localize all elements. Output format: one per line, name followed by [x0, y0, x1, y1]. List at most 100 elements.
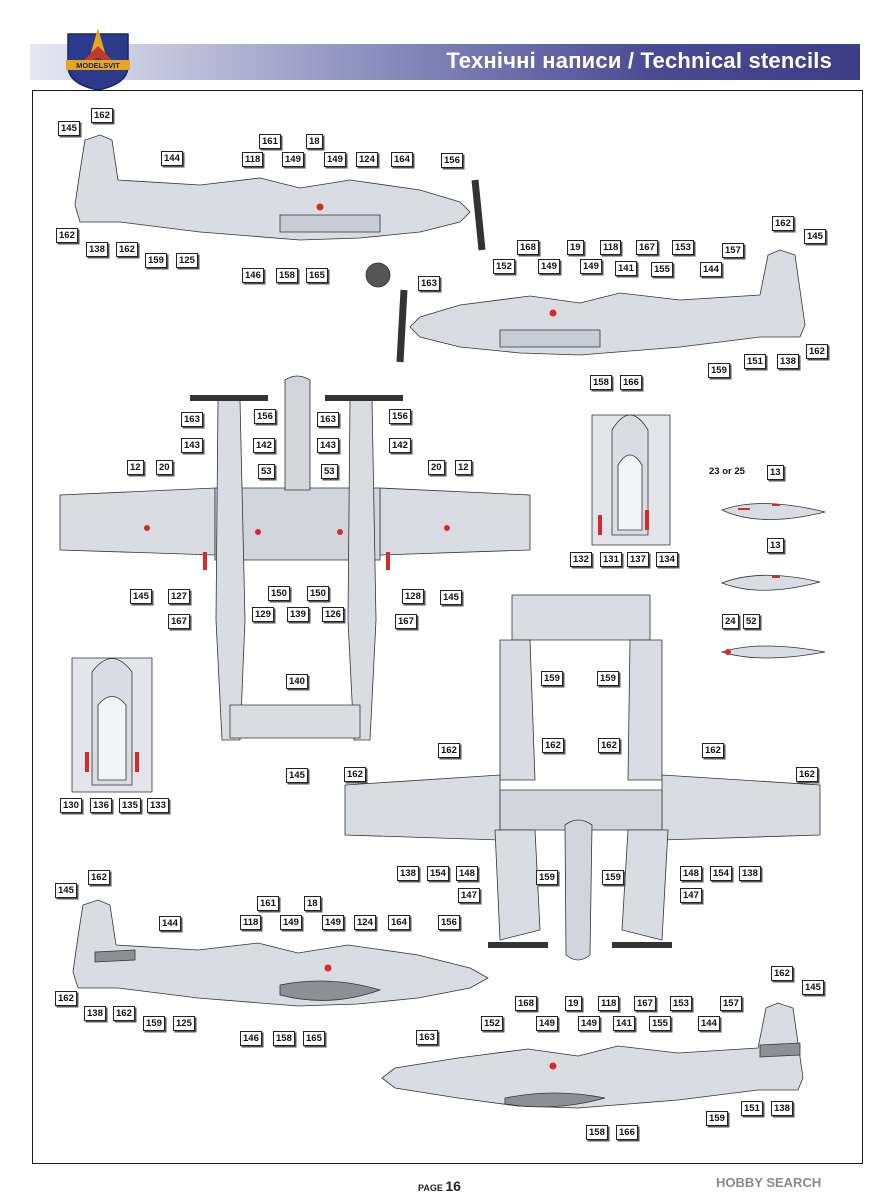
stencil-callout: 166 — [620, 375, 642, 390]
stencil-callout: 137 — [627, 552, 649, 567]
side-view-left-top — [74, 134, 486, 288]
stencil-callout: 138 — [771, 1101, 793, 1116]
stencil-callout: 145 — [286, 768, 308, 783]
stencil-callout: 130 — [60, 798, 82, 813]
stencil-callout: 150 — [307, 586, 329, 601]
stencil-callout: 13 — [767, 465, 784, 480]
stencil-callout: 52 — [743, 614, 760, 629]
top-view-upper — [59, 375, 531, 741]
stencil-callout: 145 — [440, 590, 462, 605]
stencil-callout: 144 — [161, 151, 183, 166]
stencil-callout: 118 — [240, 915, 262, 930]
header-banner: Технічні написи / Technical stencils — [30, 44, 860, 80]
stencil-callout: 168 — [515, 996, 537, 1011]
stencil-callout: 152 — [481, 1016, 503, 1031]
stencil-callout: 162 — [91, 108, 113, 123]
stencil-callout: 158 — [276, 268, 298, 283]
stencil-callout: 23 or 25 — [709, 466, 745, 477]
stencil-callout: 159 — [708, 363, 730, 378]
stencil-callout: 143 — [181, 438, 203, 453]
stencil-callout: 166 — [616, 1125, 638, 1140]
stencil-callout: 161 — [259, 134, 281, 149]
stencil-callout: 159 — [143, 1016, 165, 1031]
bottom-view — [344, 594, 821, 961]
stencil-callout: 135 — [119, 798, 141, 813]
stencil-callout: 159 — [541, 671, 563, 686]
stencil-callout: 162 — [88, 870, 110, 885]
stencil-callout: 163 — [418, 276, 440, 291]
stencil-callout: 155 — [649, 1016, 671, 1031]
stencil-callout: 159 — [602, 870, 624, 885]
stencil-callout: 128 — [402, 589, 424, 604]
stencil-callout: 167 — [395, 614, 417, 629]
hobby-search-watermark: HOBBY SEARCH — [716, 1175, 822, 1190]
page-title: Технічні написи / Technical stencils — [446, 48, 832, 73]
stencil-callout: 12 — [455, 460, 472, 475]
stencil-callout: 152 — [493, 259, 515, 274]
stencil-callout: 148 — [680, 866, 702, 881]
stencil-callout: 162 — [598, 738, 620, 753]
stencil-callout: 151 — [741, 1101, 763, 1116]
stencil-callout: 53 — [321, 464, 338, 479]
stencil-callout: 153 — [670, 996, 692, 1011]
stencil-callout: 141 — [613, 1016, 635, 1031]
stencil-callout: 147 — [458, 888, 480, 903]
page-number-value: 16 — [445, 1178, 461, 1194]
stencil-callout: 133 — [147, 798, 169, 813]
stencil-callout: 162 — [702, 743, 724, 758]
stencil-callout: 138 — [84, 1006, 106, 1021]
stencil-callout: 18 — [304, 896, 321, 911]
side-view-right-bottom — [381, 1002, 804, 1109]
stencil-callout: 155 — [651, 262, 673, 277]
stencil-callout: 167 — [634, 996, 656, 1011]
stencil-callout: 149 — [280, 915, 302, 930]
stencil-callout: 164 — [391, 152, 413, 167]
stencil-callout: 141 — [615, 261, 637, 276]
stencil-callout: 19 — [567, 240, 584, 255]
stencil-callout: 149 — [282, 152, 304, 167]
stencil-callout: 162 — [55, 991, 77, 1006]
stencil-callout: 12 — [127, 460, 144, 475]
stencil-callout: 140 — [286, 674, 308, 689]
drop-tank-profiles — [720, 503, 826, 659]
stencil-callout: 20 — [156, 460, 173, 475]
stencil-callout: 164 — [388, 915, 410, 930]
stencil-callout: 156 — [389, 409, 411, 424]
page-number: PAGE 16 — [418, 1178, 461, 1194]
stencil-callout: 126 — [322, 607, 344, 622]
stencil-callout: 138 — [86, 242, 108, 257]
modelsvit-logo: MODELSVIT — [66, 28, 130, 91]
stencil-callout: 153 — [672, 240, 694, 255]
stencil-callout: 125 — [176, 253, 198, 268]
stencil-callout: 159 — [706, 1111, 728, 1126]
stencil-callout: 159 — [536, 870, 558, 885]
stencil-callout: 162 — [116, 242, 138, 257]
stencil-callout: 161 — [257, 896, 279, 911]
stencil-callout: 151 — [744, 354, 766, 369]
stencil-callout: 142 — [389, 438, 411, 453]
stencil-callout: 118 — [242, 152, 264, 167]
stencil-callout: 149 — [578, 1016, 600, 1031]
stencil-callout: 129 — [252, 607, 274, 622]
stencil-callout: 156 — [438, 915, 460, 930]
stencil-callout: 157 — [720, 996, 742, 1011]
stencil-callout: 124 — [356, 152, 378, 167]
stencil-callout: 144 — [698, 1016, 720, 1031]
stencil-callout: 165 — [303, 1031, 325, 1046]
stencil-callout: 156 — [254, 409, 276, 424]
content-frame — [32, 90, 863, 1164]
stencil-callout: 118 — [598, 996, 620, 1011]
stencil-callout: 132 — [570, 552, 592, 567]
stencil-callout: 148 — [456, 866, 478, 881]
stencil-callout: 144 — [159, 916, 181, 931]
stencil-callout: 162 — [344, 767, 366, 782]
stencil-callout: 158 — [590, 375, 612, 390]
stencil-callout: 149 — [324, 152, 346, 167]
side-view-left-bottom — [72, 899, 489, 1007]
stencil-callout: 145 — [130, 589, 152, 604]
stencil-callout: 162 — [771, 966, 793, 981]
side-view-right-top — [396, 249, 806, 363]
stencil-callout: 13 — [767, 538, 784, 553]
stencil-callout: 158 — [586, 1125, 608, 1140]
